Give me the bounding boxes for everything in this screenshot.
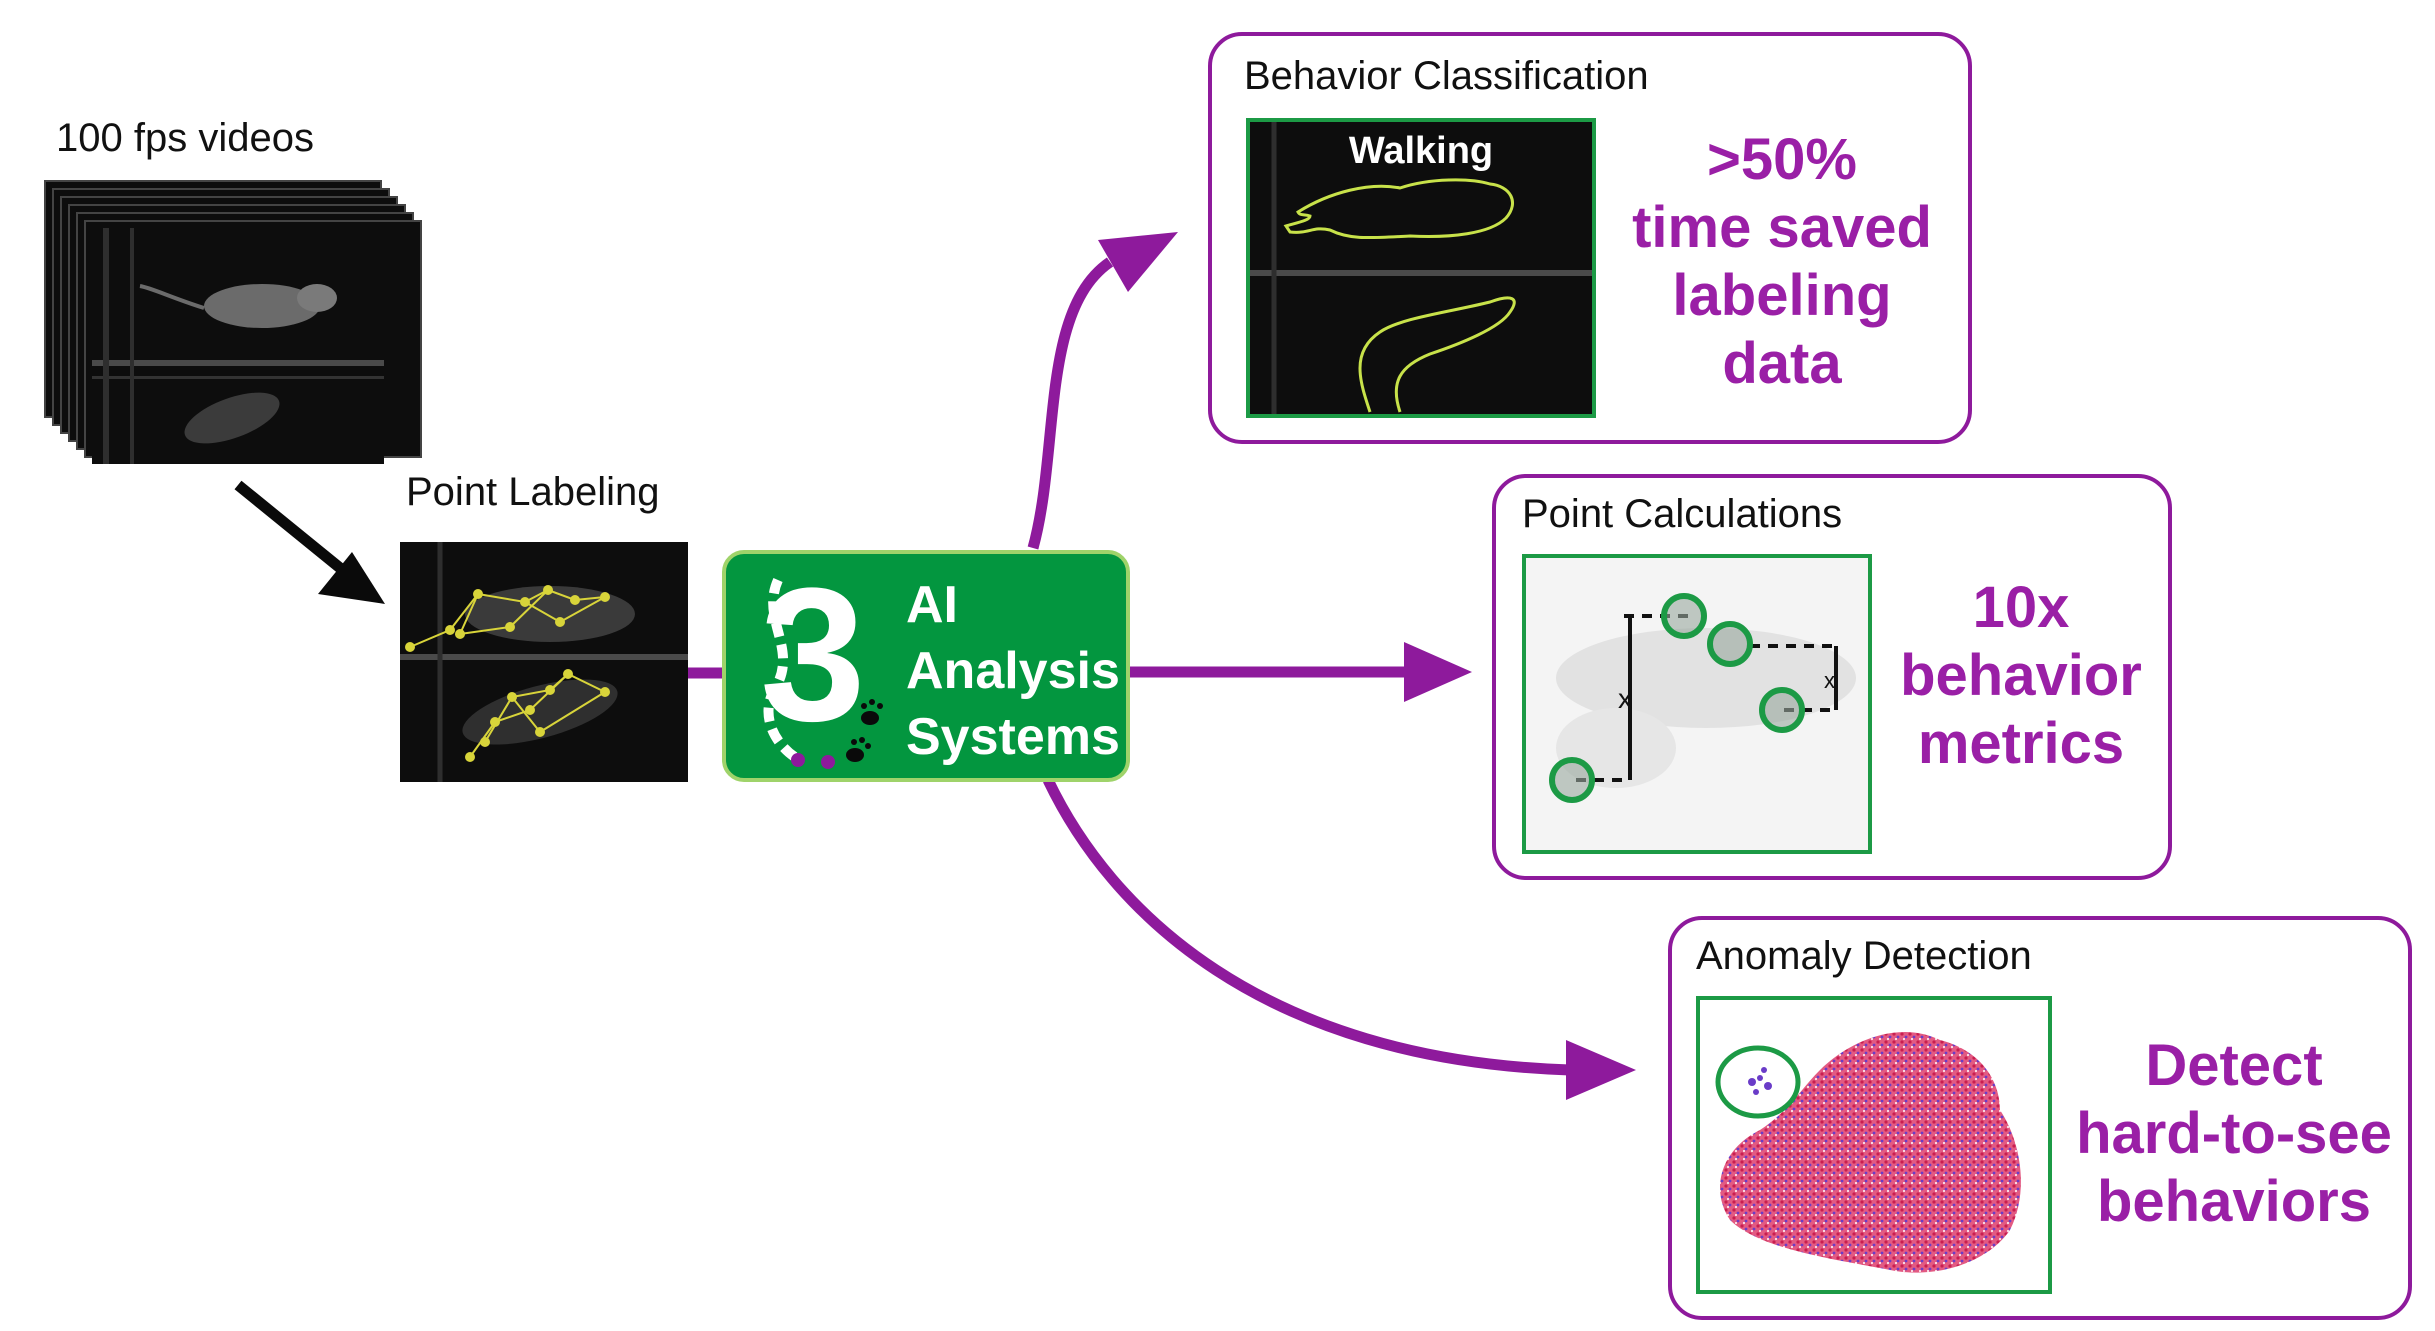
stat-line-1: Detect (2145, 1033, 2323, 1098)
point-calculations-frame: x x (1522, 554, 1872, 854)
video-frame-front (92, 228, 384, 464)
point-labeling-label: Point Labeling (406, 470, 660, 514)
anomaly-detection-frame (1696, 996, 2052, 1294)
ai-to-points-arrow (1128, 642, 1472, 702)
anomaly-detection-stat: Detect hard-to-see behaviors (2064, 1032, 2404, 1236)
point-calculations-title: Point Calculations (1522, 492, 1843, 536)
ai-line-2: Analysis (906, 642, 1120, 700)
videos-to-labeling-arrow (234, 480, 385, 604)
stat-line-3: metrics (1917, 711, 2125, 776)
videos-label: 100 fps videos (56, 116, 314, 160)
measurement-overlay: x x (1549, 593, 1856, 803)
anomaly-detection-title: Anomaly Detection (1696, 934, 2032, 978)
walking-mouse-outline (1250, 122, 1592, 414)
ai-analysis-systems-text: AI Analysis Systems (906, 572, 1120, 770)
skeleton-overlay (400, 542, 688, 782)
mouse-walking-image (92, 228, 384, 464)
measure-label-left: x (1618, 683, 1632, 714)
ai-analysis-systems-box: 3 AI Analysis Systems (722, 550, 1130, 782)
stat-line-2: time saved (1632, 195, 1932, 260)
point-calculations-stat: 10x behavior metrics (1886, 574, 2156, 778)
paw-print-icon (846, 699, 883, 762)
stat-line-2: hard-to-see (2076, 1101, 2392, 1166)
anomaly-highlight-ring (1715, 1045, 1801, 1119)
behavior-classification-title: Behavior Classification (1244, 54, 1649, 98)
behavior-classification-panel: Behavior Classification Walking >50% tim… (1208, 32, 1972, 444)
stat-line-3: labeling data (1672, 263, 1892, 396)
measure-label-right: x (1824, 668, 1835, 693)
stat-line-1: 10x (1972, 575, 2070, 640)
anomaly-detection-panel: Anomaly Detection Detect hard-to-see beh… (1668, 916, 2412, 1320)
point-calculations-panel: Point Calculations x x 10x be (1492, 474, 2172, 880)
ai-line-1: AI (906, 576, 958, 634)
ai-to-behavior-arrow (1027, 232, 1178, 550)
stat-line-1: >50% (1707, 127, 1857, 192)
point-labeling-image (400, 542, 688, 782)
walking-label: Walking (1348, 130, 1494, 172)
behavior-classification-stat: >50% time saved labeling data (1612, 126, 1952, 398)
point-markers (1549, 593, 1805, 803)
stat-line-2: behavior (1900, 643, 2142, 708)
ai-line-3: Systems (906, 708, 1120, 766)
ai-to-anomaly-arrow (1043, 777, 1636, 1100)
walking-frame: Walking (1246, 118, 1596, 418)
b-logo-icon: 3 (760, 560, 883, 769)
anomaly-cluster (1748, 1067, 1772, 1095)
embedding-scatter-plot (1715, 1031, 2021, 1273)
stat-line-3: behaviors (2097, 1169, 2371, 1234)
